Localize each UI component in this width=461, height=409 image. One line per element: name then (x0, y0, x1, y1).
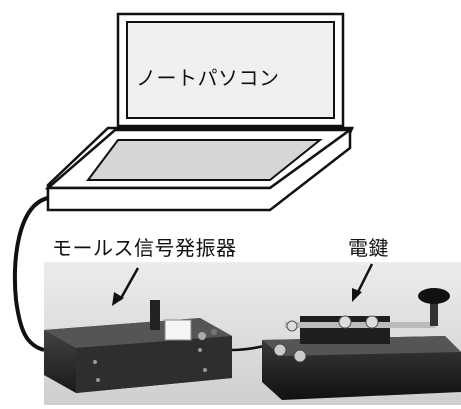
usb-cable (12, 196, 49, 352)
laptop-screen (126, 21, 335, 119)
laptop-keyboard (86, 139, 323, 181)
telegraph-key (262, 288, 461, 400)
telegraph-key-label: 電鍵 (348, 236, 389, 260)
photo (44, 262, 461, 405)
laptop (44, 12, 354, 212)
oscillator-label: モールス信号発振器 (52, 236, 237, 260)
oscillator-arrow (112, 267, 140, 306)
oscillator-device (44, 300, 265, 393)
key-arrow (352, 263, 374, 302)
laptop-label: ノートパソコン (136, 66, 280, 90)
